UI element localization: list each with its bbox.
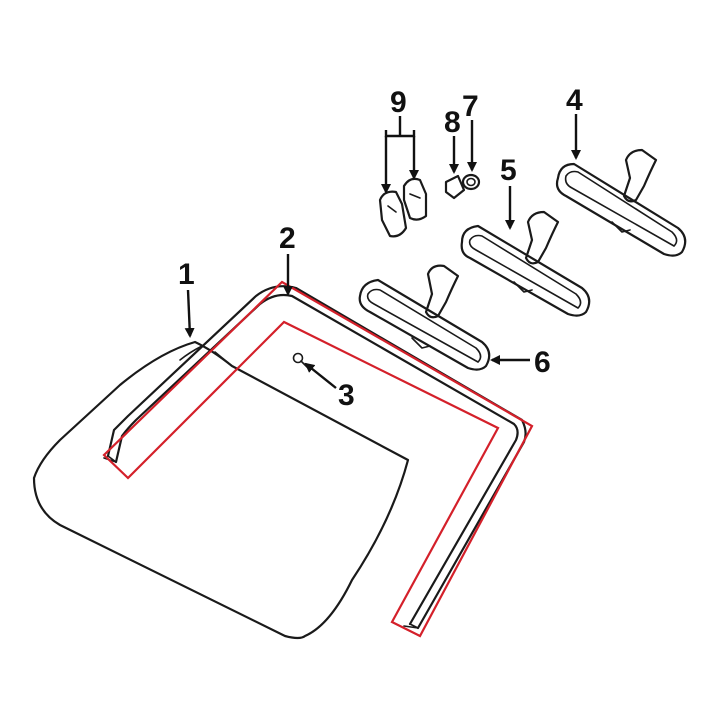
- clip-part: [292, 352, 310, 370]
- mirror-5: [460, 210, 591, 317]
- callout-3: 3: [338, 379, 355, 412]
- mirror-4: [555, 148, 687, 257]
- callout-6: 6: [534, 346, 551, 379]
- leader-lines: [184, 114, 581, 389]
- mirror-6: [358, 264, 491, 371]
- moulding-highlight: [102, 280, 534, 638]
- callout-8: 8: [444, 106, 461, 139]
- callout-1: 1: [178, 258, 195, 291]
- callout-labels: 1 2 3 4 5 6 7 8 9: [178, 84, 583, 412]
- cap-part-7: [461, 173, 481, 191]
- windshield-moulding: [102, 280, 534, 638]
- bracket-part-8: [444, 174, 466, 200]
- callout-7: 7: [462, 90, 479, 123]
- callout-5: 5: [500, 154, 517, 187]
- callout-2: 2: [279, 222, 296, 255]
- callout-9: 9: [390, 86, 407, 119]
- covers-part-9: [378, 177, 428, 238]
- callout-4: 4: [566, 84, 583, 117]
